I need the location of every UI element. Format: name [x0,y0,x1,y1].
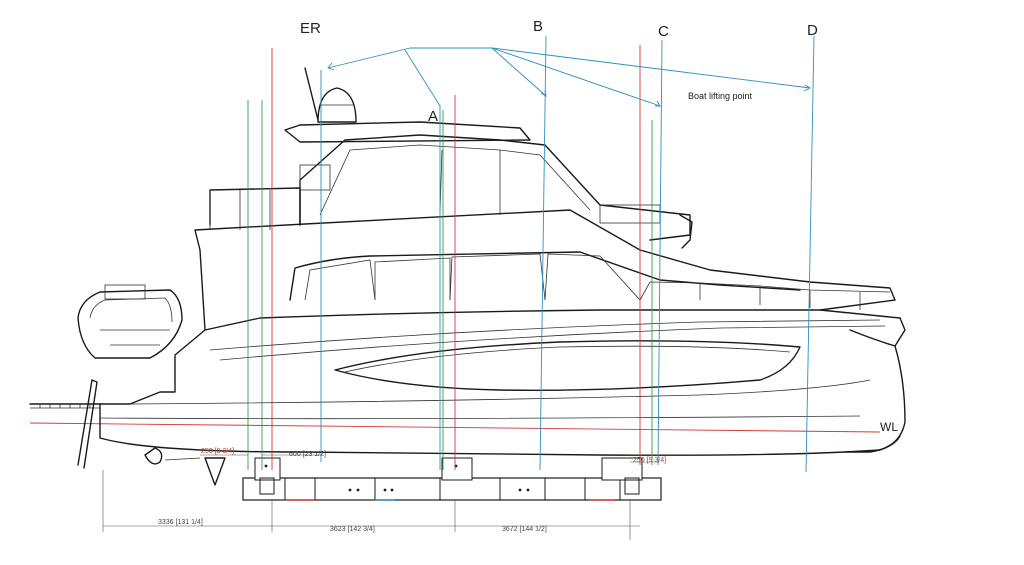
stern-platform [29,379,101,469]
propeller-icon [144,447,201,465]
lift-line-d [805,35,815,473]
lift-line-c [657,39,663,466]
dimension-lines [102,454,660,540]
section-label-d: D [807,22,818,39]
section-label-c: C [658,23,669,40]
lift-line-b [539,35,547,471]
lifting-point-label: Boat lifting point [688,91,753,101]
dim-mid-offset: 600 [23 1/2] [289,451,326,458]
dim-span-3: 3672 [144 1/2] [502,526,547,533]
section-label-er: ER [300,20,321,37]
hull-outline [99,309,906,456]
lifting-point-leaders [327,47,811,107]
dim-span-1: 3336 [131 1/4] [158,519,203,526]
dim-aft-offset: 250 [9 3/4] [201,448,234,455]
tender-boat [77,284,183,359]
radar-dome-icon [317,87,357,123]
rudder-icon [204,457,226,486]
section-label-a: A [428,108,438,125]
waterline-label: WL [880,420,898,434]
section-label-b: B [533,18,543,35]
cradle-beam [242,457,662,501]
dim-span-2: 3623 [142 3/4] [330,526,375,533]
dim-fwd-offset: 250 [9 3/4] [633,457,666,464]
